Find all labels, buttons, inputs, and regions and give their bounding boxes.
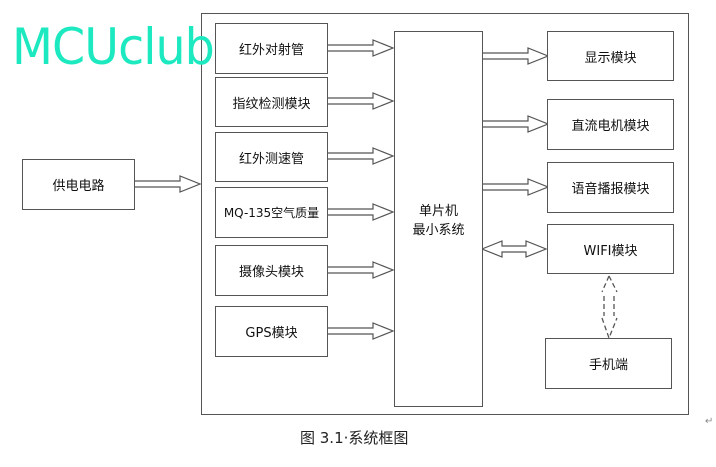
wifi-box: WIFI模块: [547, 224, 674, 274]
watermark-logo: MCUclub: [12, 18, 215, 76]
input-label: 摄像头模块: [238, 265, 304, 280]
power-label: 供电电路: [52, 179, 105, 194]
output-arrow: [481, 178, 549, 196]
input-label: GPS模块: [245, 326, 298, 341]
input-arrow: [326, 261, 394, 279]
input-box: 红外对射管: [215, 23, 328, 74]
output-box: 显示模块: [547, 31, 674, 81]
mcu-box: 单片机 最小系统: [394, 31, 483, 407]
input-label: MQ-135空气质量: [223, 206, 320, 220]
paragraph-mark: ↵: [705, 416, 714, 427]
input-box: 摄像头模块: [215, 245, 328, 296]
input-box: 指纹检测模块: [215, 77, 328, 127]
output-label: WIFI模块: [583, 243, 638, 259]
output-box: 直流电机模块: [547, 99, 674, 150]
power-box: 供电电路: [22, 159, 135, 210]
output-label: 直流电机模块: [571, 119, 650, 134]
input-label: 红外对射管: [238, 43, 304, 58]
output-box: 语音播报模块: [547, 162, 674, 213]
input-box: GPS模块: [215, 306, 328, 357]
mcu-label-1: 单片机: [418, 204, 458, 219]
figure-caption: 图 3.1·系统框图: [300, 429, 409, 447]
output-label: 语音播报模块: [571, 182, 650, 197]
wireless-link-arrow: [601, 275, 618, 340]
power-arrow: [133, 175, 201, 193]
phone-label: 手机端: [588, 358, 628, 373]
input-label: 红外测速管: [238, 151, 304, 167]
bidirectional-arrow: [481, 240, 547, 258]
input-box: 红外测速管: [215, 132, 328, 182]
input-arrow: [326, 322, 394, 340]
phone-box: 手机端: [545, 338, 672, 389]
system-frame: [201, 13, 689, 415]
output-arrow: [481, 115, 549, 133]
input-arrow: [326, 203, 394, 221]
output-label: 显示模块: [584, 50, 637, 66]
input-arrow: [326, 147, 394, 165]
input-label: 指纹检测模块: [232, 96, 311, 112]
mcu-label-2: 最小系统: [412, 223, 465, 238]
input-box: MQ-135空气质量: [215, 187, 328, 238]
input-arrow: [326, 39, 394, 57]
input-arrow: [326, 92, 394, 110]
output-arrow: [481, 47, 549, 65]
